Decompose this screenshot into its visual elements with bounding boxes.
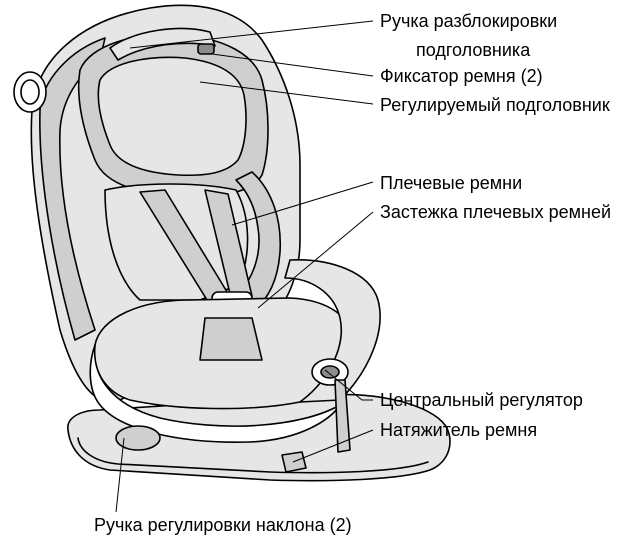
label-headrest-release-line2: подголовника [416, 40, 530, 60]
label-central-adjuster: Центральный регулятор [380, 390, 583, 410]
label-headrest-release-line1: Ручка разблокировки [380, 11, 557, 31]
label-adjustable-headrest: Регулируемый подголовник [380, 95, 610, 115]
central-adjuster-inner [321, 366, 339, 378]
label-shoulder-strap-buckle: Застежка плечевых ремней [380, 202, 611, 222]
side-knob [14, 72, 46, 112]
label-belt-tensioner: Натяжитель ремня [380, 420, 537, 440]
belt-lock-clip [198, 44, 214, 54]
label-shoulder-straps: Плечевые ремни [380, 173, 522, 193]
label-recline-handle: Ручка регулировки наклона (2) [94, 515, 352, 535]
label-belt-lock: Фиксатор ремня (2) [380, 66, 543, 86]
seat-headrest-pad [98, 57, 246, 175]
crotch-strap [200, 318, 262, 360]
